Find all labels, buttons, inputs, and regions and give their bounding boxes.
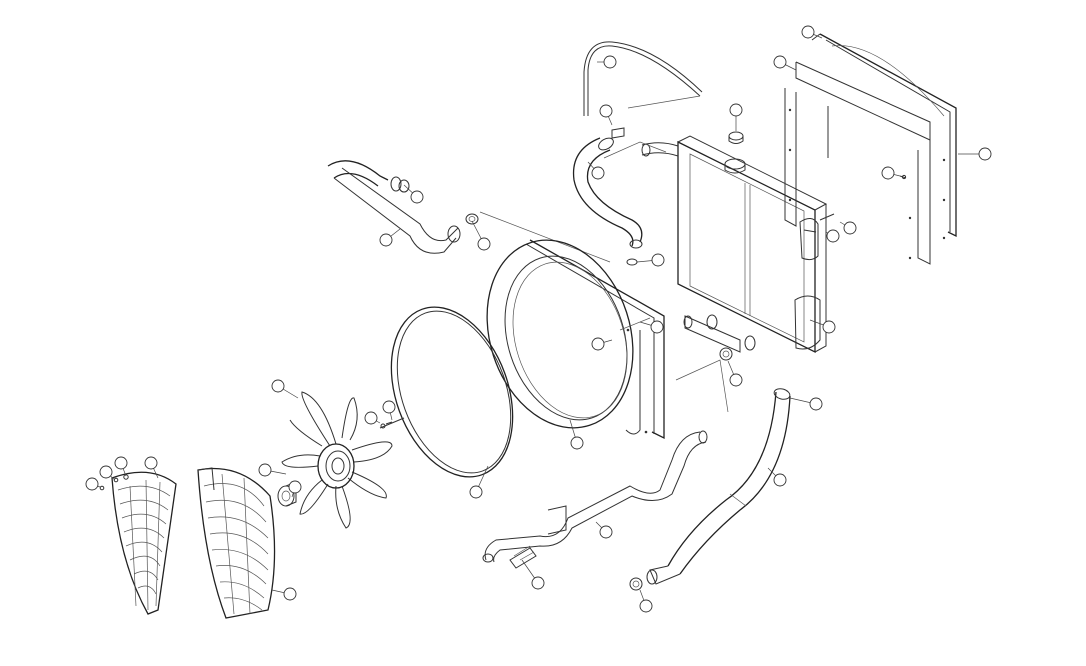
bypass-pipe: [482, 430, 708, 563]
callout-circle: [271, 379, 285, 393]
callout-circle: [288, 480, 302, 494]
callout-circle: [477, 237, 491, 251]
elbow-fitting: [509, 545, 537, 569]
callout-circle: [382, 400, 396, 414]
callout-lower-clamp: [651, 253, 665, 267]
callout-guard-screw-a: [85, 477, 99, 491]
callout-fan-bolt: [364, 411, 378, 425]
callout-circle: [570, 436, 584, 450]
callout-circle: [114, 456, 128, 470]
callout-circle: [99, 465, 113, 479]
callout-bypass-pipe: [599, 525, 613, 539]
callout-fan-spacer: [258, 463, 272, 477]
callout-circle: [379, 233, 393, 247]
callout-circle: [978, 147, 992, 161]
drain-fitting: [675, 347, 733, 413]
callout-guard-washer: [114, 456, 128, 470]
callout-bolt-right: [881, 166, 895, 180]
callout-hose-clamp-low: [639, 599, 653, 613]
callout-drain-fitting: [729, 373, 743, 387]
callout-guard-screw-b: [99, 465, 113, 479]
left-elbow-hose: [327, 160, 611, 263]
callout-circle: [639, 599, 653, 613]
callout-circle: [651, 253, 665, 267]
seal-ring: [390, 306, 514, 478]
lower-hose-clamp: [629, 577, 643, 591]
callout-lower-hose-end: [809, 397, 823, 411]
callout-radiator-side: [822, 320, 836, 334]
fan-assembly: [281, 391, 393, 529]
fan-guard-right: [197, 467, 276, 619]
guard-hardware: [99, 474, 129, 491]
fan-bolts: [379, 417, 405, 429]
callout-shroud-bracket: [650, 320, 664, 334]
callout-circle: [843, 221, 857, 235]
callout-circle: [599, 104, 613, 118]
callout-fan-shroud-ring: [591, 337, 605, 351]
callout-circle: [599, 525, 613, 539]
upper-hose: [572, 127, 667, 266]
callout-circle: [591, 337, 605, 351]
callout-circle: [822, 320, 836, 334]
callout-lower-hose: [773, 473, 787, 487]
callout-circle: [729, 103, 743, 117]
callout-circle: [603, 55, 617, 69]
callout-elbow-fitting: [531, 576, 545, 590]
fan-shroud: [486, 239, 665, 440]
callout-circle: [469, 485, 483, 499]
callout-right-clamp-b: [843, 221, 857, 235]
lower-hose: [646, 388, 791, 585]
right-hardware: [819, 174, 907, 221]
callout-circle: [650, 320, 664, 334]
callout-left-hose-clamp: [410, 190, 424, 204]
callout-left-clamp: [477, 237, 491, 251]
callout-guard-bracket: [144, 456, 158, 470]
callout-fan-blade: [271, 379, 285, 393]
callout-fan-guard: [283, 587, 297, 601]
callout-clamp-top: [599, 104, 613, 118]
callout-right-clamp-a: [826, 229, 840, 243]
callout-circle: [801, 25, 815, 39]
callout-circle: [531, 576, 545, 590]
callout-circle: [809, 397, 823, 411]
callout-circle: [881, 166, 895, 180]
callout-circle: [591, 166, 605, 180]
side-panel: [784, 61, 946, 265]
callout-circle: [258, 463, 272, 477]
callout-side-panel: [773, 55, 787, 69]
callout-circle: [826, 229, 840, 243]
callout-top-hose-outlet: [603, 55, 617, 69]
callout-shroud: [570, 436, 584, 450]
callout-fan-pulley: [288, 480, 302, 494]
callout-circle: [283, 587, 297, 601]
callout-fill-cap: [729, 103, 743, 117]
callout-circle: [144, 456, 158, 470]
filler-cap: [728, 131, 744, 144]
callout-upper-hose: [591, 166, 605, 180]
fan-guard-left: [111, 471, 177, 615]
callout-circle: [729, 373, 743, 387]
callout-circle: [410, 190, 424, 204]
callout-circle: [364, 411, 378, 425]
callout-circle: [773, 55, 787, 69]
callout-shroud-cover: [801, 25, 815, 39]
callout-bracket-right: [978, 147, 992, 161]
callout-circle: [85, 477, 99, 491]
callout-fan-washer: [382, 400, 396, 414]
shroud-cover: [811, 33, 957, 238]
callout-circle: [773, 473, 787, 487]
callout-left-hose: [379, 233, 393, 247]
callout-seal-ring: [469, 485, 483, 499]
